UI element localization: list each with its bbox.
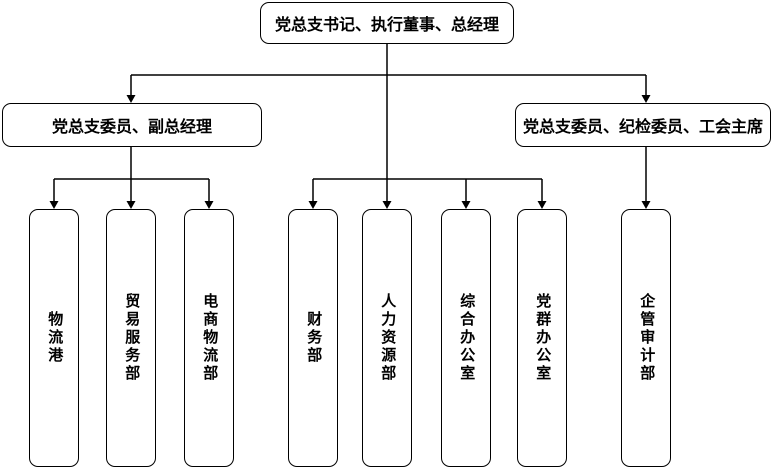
node-label: 物流港 — [46, 311, 64, 365]
node-general-office: 综合办公室 — [441, 209, 491, 467]
node-finance-dept: 财务部 — [288, 209, 338, 467]
node-label: 党总支委员、纪检委员、工会主席 — [522, 119, 763, 136]
node-label: 党群办公室 — [534, 293, 552, 383]
node-label: 党总支委员、副总经理 — [51, 119, 212, 136]
node-label: 财务部 — [305, 311, 323, 365]
node-label: 电商物流部 — [201, 293, 219, 383]
node-deputy-gm: 党总支委员、副总经理 — [2, 103, 262, 147]
node-party-mass-office: 党群办公室 — [517, 209, 567, 467]
node-label: 人力资源部 — [379, 293, 397, 383]
node-ecommerce-logistics-dept: 电商物流部 — [184, 209, 234, 467]
node-trade-service-dept: 贸易服务部 — [106, 209, 156, 467]
node-hr-dept: 人力资源部 — [362, 209, 412, 467]
node-label: 综合办公室 — [458, 293, 476, 383]
node-discipline-union-chair: 党总支委员、纪检委员、工会主席 — [515, 103, 771, 147]
node-party-secretary-gm: 党总支书记、执行董事、总经理 — [260, 2, 514, 44]
node-label: 贸易服务部 — [123, 293, 141, 383]
node-label: 党总支书记、执行董事、总经理 — [274, 17, 499, 34]
node-logistics-port: 物流港 — [29, 209, 79, 467]
node-label: 企管审计部 — [638, 293, 656, 383]
node-audit-dept: 企管审计部 — [621, 209, 671, 467]
